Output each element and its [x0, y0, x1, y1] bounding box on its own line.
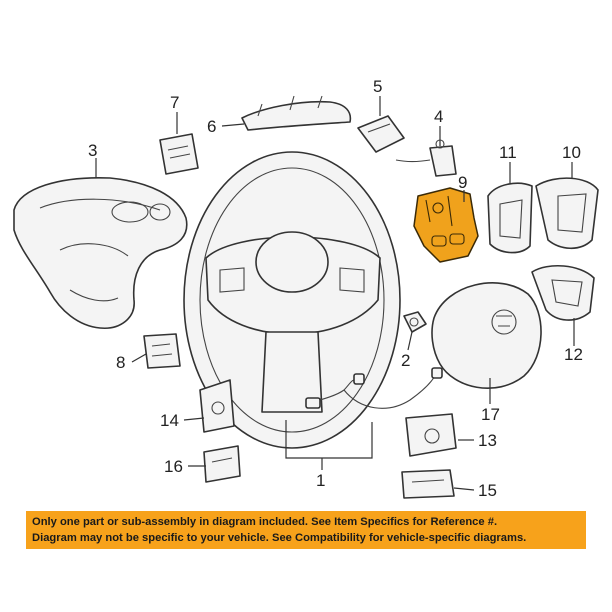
disclaimer-line-1: Only one part or sub-assembly in diagram…	[32, 516, 498, 528]
callout-10: 10	[562, 143, 581, 162]
leader-lines	[95, 96, 575, 491]
part-15-right-module	[401, 469, 455, 499]
part-12-lower-bezel	[531, 264, 595, 321]
callout-17: 17	[481, 405, 500, 424]
callout-7: 7	[170, 93, 179, 112]
part-7-switch-block	[159, 133, 199, 175]
part-6-upper-trim	[241, 95, 352, 131]
callout-13: 13	[478, 431, 497, 450]
part-4-connector	[395, 139, 457, 177]
callout-2: 2	[401, 351, 410, 370]
part-2-bolt	[403, 311, 427, 333]
part-13-right-switch	[405, 413, 457, 457]
callout-12: 12	[564, 345, 583, 364]
part-17-airbag	[431, 282, 542, 389]
part-10-right-bezel	[535, 177, 599, 250]
part-11-left-bezel	[487, 182, 533, 254]
part-3-column-cover	[13, 176, 188, 329]
disclaimer-line-2: Diagram may not be specific to your vehi…	[32, 532, 527, 544]
callout-1: 1	[316, 471, 325, 490]
callout-8: 8	[116, 353, 125, 372]
part-9-highlighted-housing	[413, 187, 479, 263]
part-8-side-switch	[143, 333, 181, 369]
callout-3: 3	[88, 141, 97, 160]
callout-4: 4	[434, 107, 443, 126]
callout-15: 15	[478, 481, 497, 500]
callout-6: 6	[207, 117, 216, 136]
callout-16: 16	[164, 457, 183, 476]
callout-labels: 3 7 6 5 4 9 11 10 12 2 17 8 14 16 13 15 …	[88, 77, 583, 500]
callout-14: 14	[160, 411, 179, 430]
callout-11: 11	[499, 143, 517, 162]
part-16-small-module	[203, 445, 241, 483]
part-14-left-switch	[199, 379, 235, 433]
steering-wheel	[183, 151, 401, 449]
part-5-module	[357, 115, 405, 153]
callout-5: 5	[373, 77, 382, 96]
part-1-wiring-harness	[305, 367, 443, 409]
callout-9: 9	[458, 173, 467, 192]
disclaimer-banner: Only one part or sub-assembly in diagram…	[26, 511, 586, 549]
